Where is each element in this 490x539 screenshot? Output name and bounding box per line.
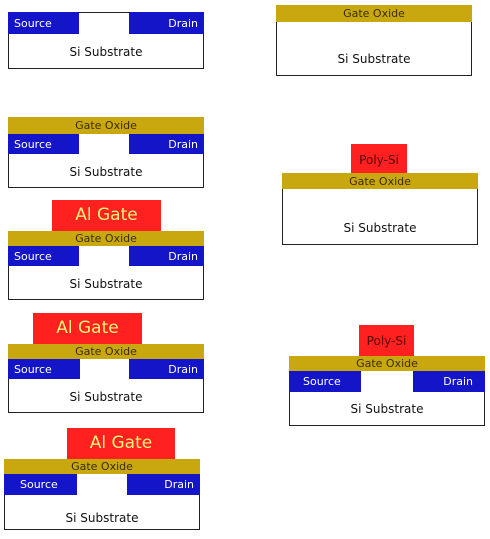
source-region: Source: [8, 134, 79, 154]
gate-oxide-layer: Gate Oxide: [282, 173, 478, 189]
al-gate: Al Gate: [67, 428, 175, 459]
source-region: Source: [289, 371, 361, 392]
al-gate: Al Gate: [33, 313, 142, 344]
gate-oxide-layer: Gate Oxide: [276, 5, 472, 22]
gate-oxide-layer: Gate Oxide: [8, 117, 204, 134]
source-region: Source: [8, 12, 79, 34]
al-gate: Al Gate: [52, 200, 161, 231]
source-region: Source: [4, 474, 77, 495]
poly-si-gate: Poly-Si: [359, 325, 414, 356]
drain-region: Drain: [129, 246, 204, 266]
gate-oxide-layer: Gate Oxide: [8, 231, 204, 246]
gate-oxide-layer: Gate Oxide: [289, 356, 485, 371]
drain-region: Drain: [129, 12, 204, 34]
poly-si-gate: Poly-Si: [351, 144, 407, 173]
si-substrate: Si Substrate: [276, 21, 472, 76]
si-substrate: Si Substrate: [282, 188, 478, 245]
source-region: Source: [8, 246, 79, 266]
gate-oxide-layer: Gate Oxide: [8, 344, 204, 359]
gate-oxide-layer: Gate Oxide: [4, 459, 200, 474]
drain-region: Drain: [127, 474, 200, 495]
source-region: Source: [8, 359, 80, 379]
drain-region: Drain: [129, 134, 204, 154]
drain-region: Drain: [413, 371, 485, 392]
drain-region: Drain: [129, 359, 204, 379]
